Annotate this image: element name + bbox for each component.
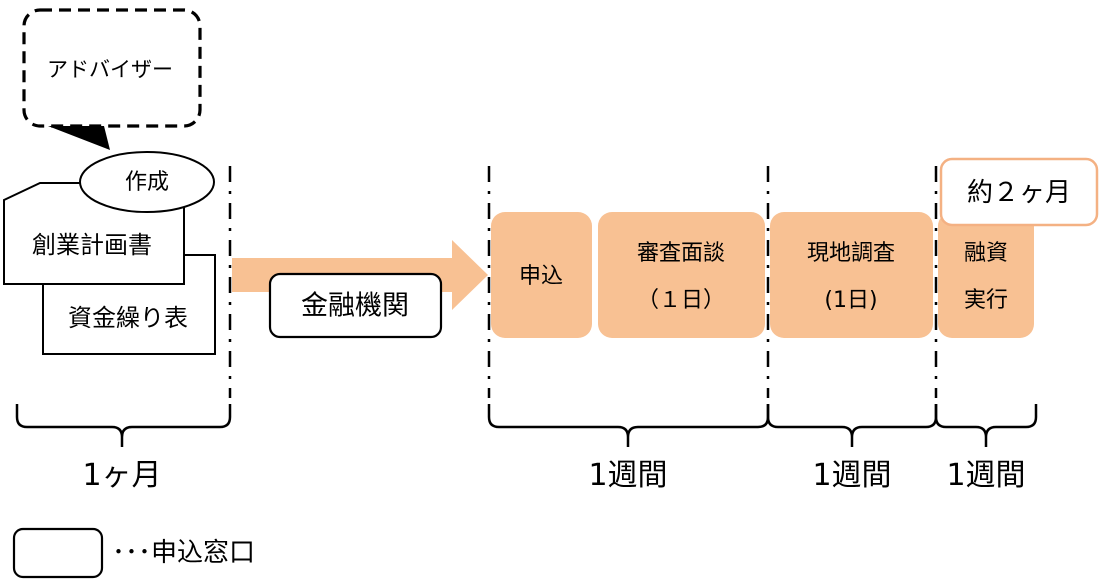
duration-label-week-c: 1週間 [946, 458, 1026, 493]
speech-tail [48, 126, 110, 150]
institution-label: 金融機関 [301, 290, 409, 322]
duration-label-week-b: 1週間 [812, 458, 892, 493]
cash-flow-label: 資金繰り表 [68, 304, 188, 332]
step-box-site-survey [770, 212, 933, 338]
brace-1-month [15, 404, 232, 447]
step-interview-line1: 審査面談 [636, 241, 726, 266]
duration-braces [15, 404, 1038, 447]
step-apply-line1: 申込 [518, 264, 564, 289]
step-interview-line2: （１日） [636, 288, 726, 313]
brace-week-c [934, 404, 1038, 447]
total-duration-label: 約２ヶ月 [966, 178, 1072, 208]
duration-label-1-month: 1ヶ月 [82, 458, 162, 493]
brace-week-b [766, 404, 938, 447]
legend-swatch [12, 527, 104, 579]
step-site-survey-line1: 現地調査 [806, 241, 896, 266]
step-box-interview [598, 212, 765, 338]
step-loan-line2: 実行 [963, 288, 1009, 313]
legend-label: ･･･申込窓口 [112, 538, 256, 568]
advisor-bubble [22, 8, 202, 150]
institution-box [268, 272, 443, 339]
step-site-survey-line2: (1日) [824, 288, 878, 313]
advisor-label: アドバイザー [47, 57, 173, 82]
step-loan-line1: 融資 [963, 241, 1009, 266]
phase-dividers [228, 166, 938, 398]
duration-label-week-a: 1週間 [588, 458, 668, 493]
step-box-apply [491, 212, 592, 338]
step-box-loan [938, 212, 1034, 338]
brace-week-a [487, 404, 770, 447]
total-duration-badge [939, 157, 1099, 227]
business-plan-label: 創業計画書 [32, 231, 152, 259]
create-ellipse [79, 151, 215, 213]
create-label: 作成 [124, 170, 170, 195]
